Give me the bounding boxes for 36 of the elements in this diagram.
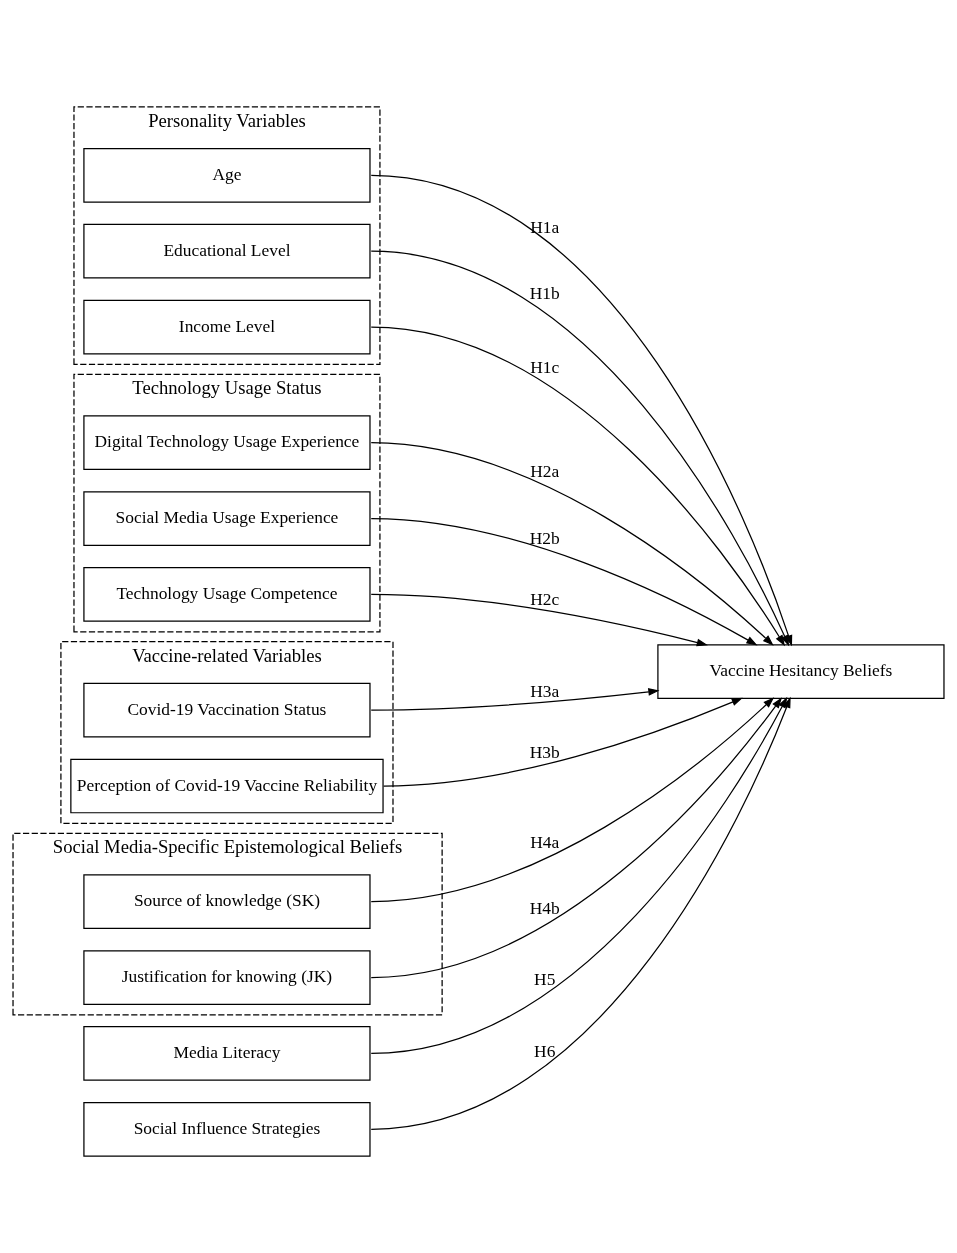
edge-label: H3a	[530, 680, 560, 701]
node-box: Justification for knowing (JK)	[83, 950, 371, 1005]
edge-label: H1b	[529, 282, 560, 303]
node-box: Social Influence Strategies	[83, 1101, 371, 1157]
edge-label: H4a	[530, 832, 560, 853]
node-box: Technology Usage Competence	[83, 567, 371, 622]
arrow	[370, 696, 788, 1055]
node-box: Digital Technology Usage Experience	[83, 415, 371, 471]
node-box: Source of knowledge (SK)	[83, 874, 371, 930]
arrow	[383, 697, 743, 787]
arrow	[370, 696, 791, 1130]
edge-label: H1a	[530, 216, 560, 237]
edge-label: H1c	[530, 357, 560, 378]
edge-label: H3b	[529, 741, 560, 762]
node-box: Social Media Usage Experience	[83, 491, 371, 546]
arrow	[370, 326, 785, 647]
edge-label: H2b	[529, 527, 560, 548]
node-box: Educational Level	[83, 223, 371, 279]
node-box: Covid-19 Vaccination Status	[83, 682, 371, 738]
edge-label: H2c	[530, 588, 560, 609]
edge-label: H4b	[529, 898, 560, 919]
arrow	[370, 697, 783, 979]
arrow	[370, 697, 775, 903]
edge-label: H5	[534, 969, 556, 990]
arrow	[370, 518, 758, 646]
edge-label: H2a	[530, 460, 560, 481]
arrow	[370, 442, 774, 646]
node-box: Perception of Covid-19 Vaccine Reliability	[70, 758, 384, 814]
node-box: Income Level	[83, 299, 371, 355]
node-box: Vaccine Hesitancy Beliefs	[657, 644, 945, 699]
edge-label: H6	[534, 1041, 556, 1062]
arrow	[370, 687, 660, 711]
arrow	[370, 593, 708, 647]
node-box: Media Literacy	[83, 1026, 371, 1081]
arrow	[370, 250, 790, 647]
node-box: Age	[83, 147, 371, 203]
